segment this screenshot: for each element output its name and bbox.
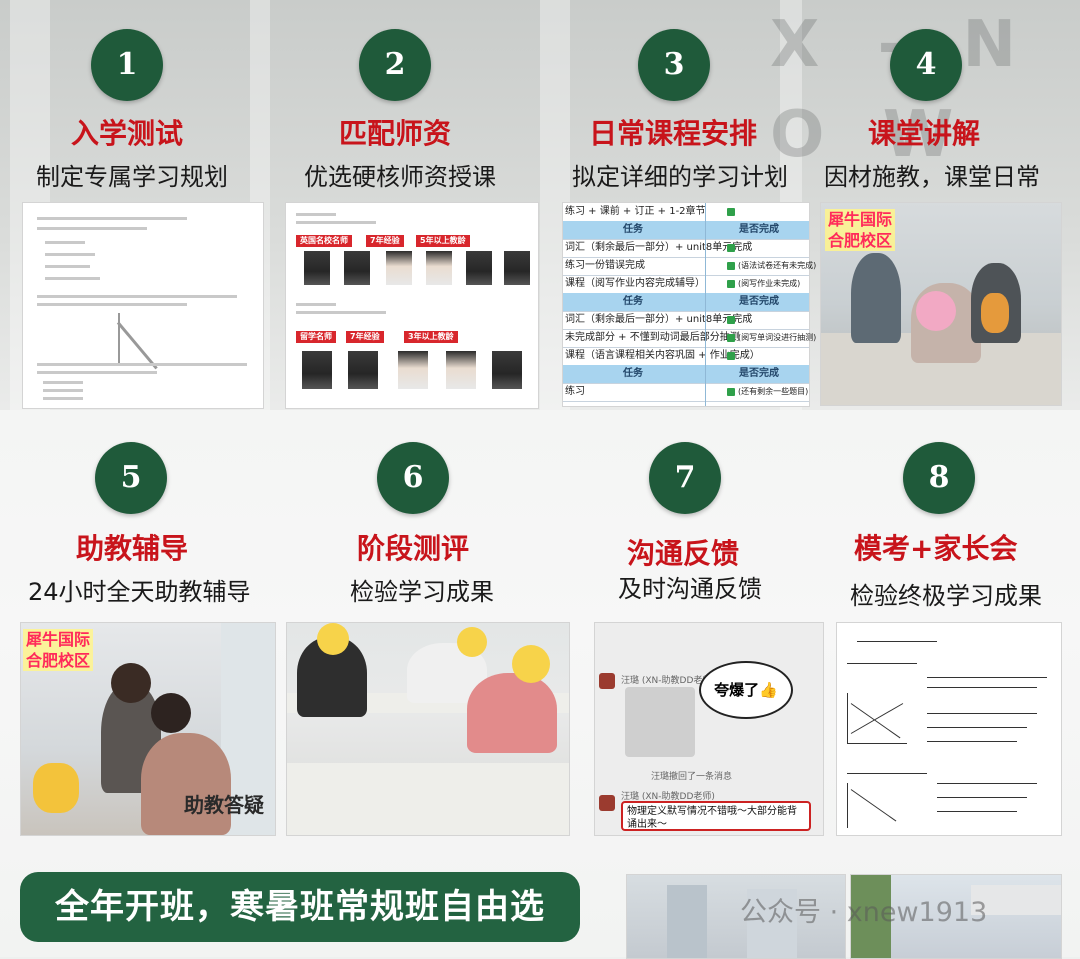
check-icon xyxy=(727,388,735,396)
sheet-column-divider xyxy=(705,203,706,406)
schedule-row: 练习 (还有剩余一些题目) xyxy=(563,383,809,402)
office-photo-right xyxy=(850,874,1062,959)
schedule-status-cell: (语法试卷还有未完成) xyxy=(738,261,817,270)
schedule-row: 练习一份错误完成 (语法试卷还有未完成) xyxy=(563,257,817,276)
schedule-task-cell: 课程（语言课程相关内容巩固 + 作业完成） xyxy=(565,350,760,361)
chat-sender-name: 汪璐 (XN-助教DD老师) xyxy=(621,792,715,802)
schedule-header-task: 任务 xyxy=(623,368,643,379)
step-3-number-circle: 3 xyxy=(638,29,710,101)
schedule-task-cell: 课程（阅写作业内容完成辅导） xyxy=(565,278,705,289)
step-4-classroom-photo: 犀牛国际 合肥校区 xyxy=(820,202,1062,406)
check-icon xyxy=(727,244,735,252)
step-7-title: 沟通反馈 xyxy=(627,537,740,570)
chat-message-bubble: 物理定义默写情况不错哦～大部分能背诵出来～ xyxy=(621,801,811,831)
office-photo-left xyxy=(626,874,846,959)
schedule-row: 词汇（剩余最后一部分）+ unit8单元完成 xyxy=(563,311,809,330)
chat-sticker: 夸爆了👍 xyxy=(699,661,793,719)
teacher-tag: 7年经验 xyxy=(366,235,404,247)
wall-logo-text: X - N O W xyxy=(770,8,1035,172)
schedule-status-cell: (还有剩余一些题目) xyxy=(738,387,809,396)
schedule-status-cell: (阅写单词没进行抽测) xyxy=(738,333,817,342)
step-1-title: 入学测试 xyxy=(71,117,184,150)
teacher-tag: 3年以上教龄 xyxy=(404,331,458,343)
schedule-task-cell: 词汇（剩余最后一部分）+ unit8单元完成 xyxy=(565,314,753,325)
teacher-tag: 留学名师 xyxy=(296,331,336,343)
schedule-row: 词汇（剩余最后一部分）+ unit8单元完成 xyxy=(563,239,809,258)
campus-tag-line2: 合肥校区 xyxy=(825,230,896,251)
step-4-subtitle: 因材施教，课堂日常 xyxy=(824,163,1040,191)
step-1-test-paper-image xyxy=(22,202,264,409)
check-icon xyxy=(727,280,735,288)
teacher-tag: 5年以上教龄 xyxy=(416,235,470,247)
check-icon xyxy=(727,334,735,342)
step-2-teacher-profile-image: 英国名校名师 7年经验 5年以上教龄 留学名师 7年经验 3年以上教龄 xyxy=(285,202,539,409)
step-6-title: 阶段测评 xyxy=(357,532,470,565)
schedule-row: 课程（阅写作业内容完成辅导） (阅写作业未完成) xyxy=(563,275,809,294)
schedule-header-done: 是否完成 xyxy=(739,224,779,235)
step-2-number-circle: 2 xyxy=(359,29,431,101)
schedule-row: 任务 是否完成 xyxy=(563,221,809,240)
step-6-subtitle: 检验学习成果 xyxy=(350,578,494,606)
campus-tag-line1: 犀牛国际 xyxy=(23,629,94,650)
schedule-row: 任务 是否完成 xyxy=(563,365,809,384)
step-8-title: 模考+家长会 xyxy=(854,532,1018,565)
schedule-status-cell: (阅写作业未完成) xyxy=(738,279,801,288)
schedule-row: 练习 + 课前 + 订正 + 1-2章节 xyxy=(563,203,809,222)
step-4-number-circle: 4 xyxy=(890,29,962,101)
step-2-title: 匹配师资 xyxy=(339,117,452,150)
step-7-number-circle: 7 xyxy=(649,442,721,514)
check-icon xyxy=(727,262,735,270)
step-4-title: 课堂讲解 xyxy=(868,117,981,150)
schedule-header-task: 任务 xyxy=(623,224,643,235)
check-icon xyxy=(727,316,735,324)
teacher-tag: 7年经验 xyxy=(346,331,384,343)
step-8-number-circle: 8 xyxy=(903,442,975,514)
schedule-row: 课程（语言课程相关内容巩固 + 作业完成） xyxy=(563,347,809,366)
schedule-row: 任务 是否完成 xyxy=(563,293,809,312)
step-7-chat-screenshot: 汪璐 (XN-助教DD老师) 夸爆了👍 汪璐撤回了一条消息 汪璐 (XN-助教D… xyxy=(594,622,824,836)
enrollment-banner: 全年开班，寒暑班常规班自由选 xyxy=(20,872,580,942)
chat-recall-notice: 汪璐撤回了一条消息 xyxy=(651,772,733,782)
step-3-schedule-sheet-image: 练习 + 课前 + 订正 + 1-2章节任务是否完成词汇（剩余最后一部分）+ u… xyxy=(562,202,817,407)
schedule-row: 未完成部分 + 不懂到动词最后部分抽测(阅写单词没进行抽测) xyxy=(563,329,817,348)
step-7-subtitle: 及时沟通反馈 xyxy=(618,575,762,603)
schedule-task-cell: 练习 xyxy=(565,386,585,397)
step-8-exam-notes-image xyxy=(836,622,1062,836)
step-6-number-circle: 6 xyxy=(377,442,449,514)
step-6-assessment-photo xyxy=(286,622,570,836)
step-5-title: 助教辅导 xyxy=(76,532,189,565)
schedule-task-cell: 练习 + 课前 + 订正 + 1-2章节 xyxy=(565,206,706,217)
step-1-subtitle: 制定专属学习规划 xyxy=(36,163,228,191)
check-icon xyxy=(727,352,735,360)
schedule-header-task: 任务 xyxy=(623,296,643,307)
step-3-subtitle: 拟定详细的学习计划 xyxy=(572,163,788,191)
step-5-subtitle: 24小时全天助教辅导 xyxy=(28,578,251,606)
step-2-subtitle: 优选硬核师资授课 xyxy=(304,163,496,191)
assistant-qa-tag: 助教答疑 xyxy=(184,793,264,817)
step-3-title: 日常课程安排 xyxy=(589,117,758,150)
schedule-header-done: 是否完成 xyxy=(739,368,779,379)
campus-tag-line2: 合肥校区 xyxy=(23,650,94,671)
step-5-number-circle: 5 xyxy=(95,442,167,514)
chat-sender-name: 汪璐 (XN-助教DD老师) xyxy=(621,676,715,686)
wechat-watermark: 公众号 · xnew1913 xyxy=(740,897,988,928)
schedule-task-cell: 练习一份错误完成 xyxy=(565,260,645,271)
step-8-subtitle: 检验终极学习成果 xyxy=(850,582,1042,610)
schedule-header-done: 是否完成 xyxy=(739,296,779,307)
step-1-number-circle: 1 xyxy=(91,29,163,101)
check-icon xyxy=(727,208,735,216)
teacher-tag: 英国名校名师 xyxy=(296,235,352,247)
schedule-task-cell: 词汇（剩余最后一部分）+ unit8单元完成 xyxy=(565,242,753,253)
schedule-task-cell: 未完成部分 + 不懂到动词最后部分抽测 xyxy=(565,332,740,343)
step-5-tutoring-photo: 犀牛国际 合肥校区 助教答疑 xyxy=(20,622,276,836)
campus-tag-line1: 犀牛国际 xyxy=(825,209,896,230)
